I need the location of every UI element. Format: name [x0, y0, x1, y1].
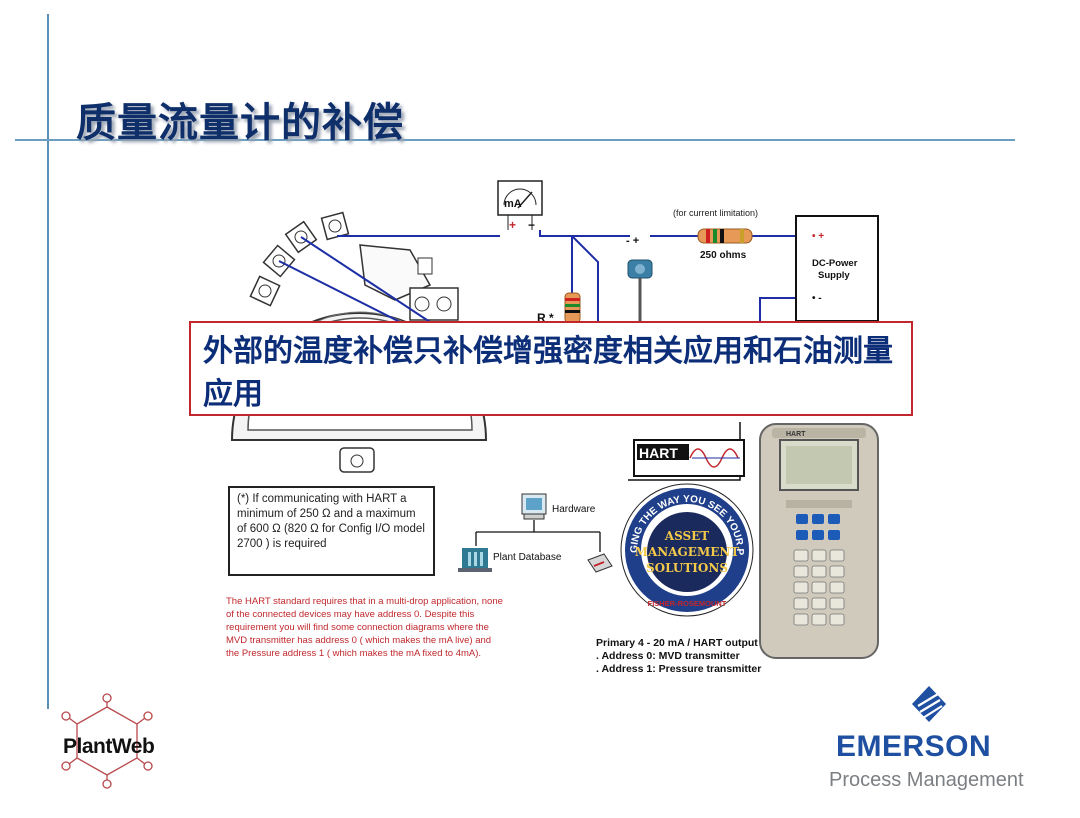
emerson-logo-text: EMERSON [836, 730, 992, 763]
power-supply-label-1: DC-Power [812, 258, 858, 269]
badge-line2: MANAGEMENT [635, 545, 740, 559]
slide-title: 质量流量计的补偿 [76, 100, 404, 146]
primary-output-line1: Primary 4 - 20 mA / HART output [596, 637, 758, 649]
meter-plus: + [509, 218, 516, 232]
emerson-logo-mark [912, 686, 946, 722]
meter-label: mA [504, 198, 522, 210]
plantweb-logo-hexagon [61, 693, 153, 789]
power-supply-label-2: Supply [818, 270, 850, 281]
svg-text:• -: • - [812, 293, 822, 304]
compensation-callout: 外部的温度补偿只补偿增强密度相关应用和石油测量应用 [189, 321, 913, 416]
network-tree [475, 520, 601, 552]
meter-minus: − [528, 218, 535, 232]
hart-communicator [759, 423, 879, 659]
badge-line3: SOLUTIONS [646, 561, 728, 575]
communicator-brand: HART [786, 431, 806, 438]
dc-power-supply: • + • - [795, 215, 879, 322]
left-guide-line [47, 14, 49, 709]
load-resistor [564, 292, 581, 324]
resistor-value-label: 250 ohms [700, 250, 747, 261]
computer-icon [521, 493, 547, 520]
title-underline [15, 139, 1015, 141]
svg-text:• +: • + [812, 231, 824, 242]
primary-output-text: Primary 4 - 20 mA / HART output . Addres… [596, 637, 761, 676]
database-icon [458, 548, 492, 572]
milliamp-meter: mA [497, 180, 543, 230]
svg-text:- +: - + [626, 235, 639, 247]
badge-line1: ASSET [664, 529, 710, 543]
primary-output-line2: . Address 0: MVD transmitter [596, 650, 740, 662]
current-loop-wires [278, 230, 796, 323]
badge-bottom-text: FISHER-ROSEMOUNT [648, 599, 727, 608]
hart-logo-text: HART [639, 445, 678, 461]
current-limit-resistor [697, 228, 753, 244]
plant-database-label: Plant Database [493, 552, 562, 563]
modem-icon [587, 553, 613, 573]
current-limit-label: (for current limitation) [673, 208, 758, 218]
hart-logo [628, 422, 745, 481]
hart-resistance-note: (*) If communicating with HART a minimum… [228, 486, 435, 576]
process-management-text: Process Management [829, 769, 1024, 791]
hardware-label: Hardware [552, 504, 596, 515]
hart-multidrop-note: The HART standard requires that in a mul… [226, 596, 503, 659]
pressure-transmitter: - + [626, 235, 653, 322]
plantweb-logo-text: PlantWeb [63, 735, 155, 758]
primary-output-line3: . Address 1: Pressure transmitter [596, 663, 762, 675]
